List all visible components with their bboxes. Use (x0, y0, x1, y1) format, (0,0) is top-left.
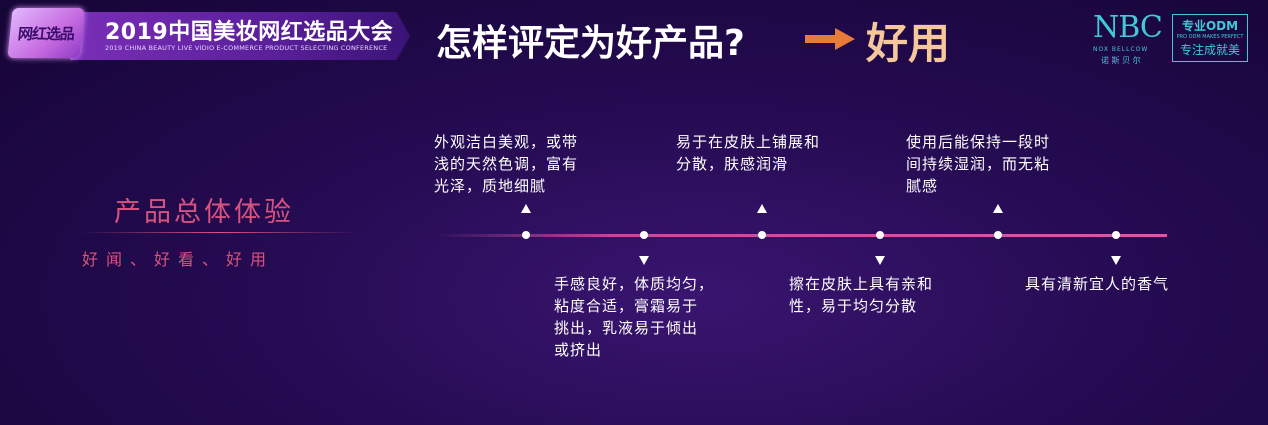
conference-logo: 网红选品 (7, 8, 85, 58)
headline-question: 怎样评定为好产品? (436, 23, 745, 64)
section-divider (80, 232, 360, 233)
nbc-english-name: NOX BELLCOW (1093, 46, 1149, 53)
section-title: 产品总体体验 (114, 197, 294, 228)
banner-title: 2019中国美妆网红选品大会 (105, 20, 394, 45)
timeline-point-affinity: 擦在皮肤上具有亲和 性，易于均匀分散 (789, 275, 934, 315)
timeline-point-moisture: 使用后能保持一段时 间持续湿润，而无粘 腻感 (906, 133, 1051, 195)
triangle-down-icon (875, 256, 885, 265)
timeline-dot (640, 231, 648, 239)
triangle-up-icon (993, 204, 1003, 213)
section-subtitle: 好闻、好看、好用 (82, 250, 275, 269)
timeline-point-appearance: 外观洁白美观，或带 浅的天然色调，富有 光泽，质地细腻 (434, 133, 579, 195)
odm-slogan-top: 专业ODM (1181, 19, 1239, 33)
timeline-dot (876, 231, 884, 239)
timeline-point-fragrance: 具有清新宜人的香气 (1025, 275, 1170, 293)
odm-slogan-box: 专业ODM PRO ODM MAKES PERFECT 专注成就美 (1172, 14, 1248, 62)
timeline-point-spreadability: 易于在皮肤上铺展和 分散，肤感润滑 (676, 133, 821, 173)
timeline-point-texture: 手感良好，体质均匀， 粘度合适，膏霜易于 挑出，乳液易于倾出 或挤出 (554, 275, 715, 359)
nbc-chinese-name: 诺 斯 贝 尔 (1101, 56, 1141, 65)
triangle-down-icon (639, 256, 649, 265)
nbc-mark: NBC (1093, 10, 1163, 45)
timeline-line (435, 234, 1167, 237)
banner-background (70, 12, 410, 60)
triangle-down-icon (1111, 256, 1121, 265)
timeline-dot (522, 231, 530, 239)
timeline-dot (994, 231, 1002, 239)
odm-slogan-english: PRO ODM MAKES PERFECT (1176, 34, 1244, 40)
nbc-brand-logo: NBC NOX BELLCOW 诺 斯 贝 尔 (1093, 12, 1173, 67)
conference-banner: 网红选品 2019中国美妆网红选品大会 2019 CHINA BEAUTY LI… (0, 0, 430, 62)
triangle-up-icon (757, 204, 767, 213)
arrow-right-icon (805, 28, 855, 50)
headline-answer: 好用 (866, 19, 951, 68)
banner-subtitle: 2019 CHINA BEAUTY LIVE VIDIO E-COMMERCE … (105, 44, 388, 52)
conference-logo-text: 网红选品 (16, 24, 75, 43)
timeline-dot (758, 231, 766, 239)
timeline-dot (1112, 231, 1120, 239)
triangle-up-icon (521, 204, 531, 213)
odm-slogan-bottom: 专注成就美 (1179, 43, 1240, 57)
